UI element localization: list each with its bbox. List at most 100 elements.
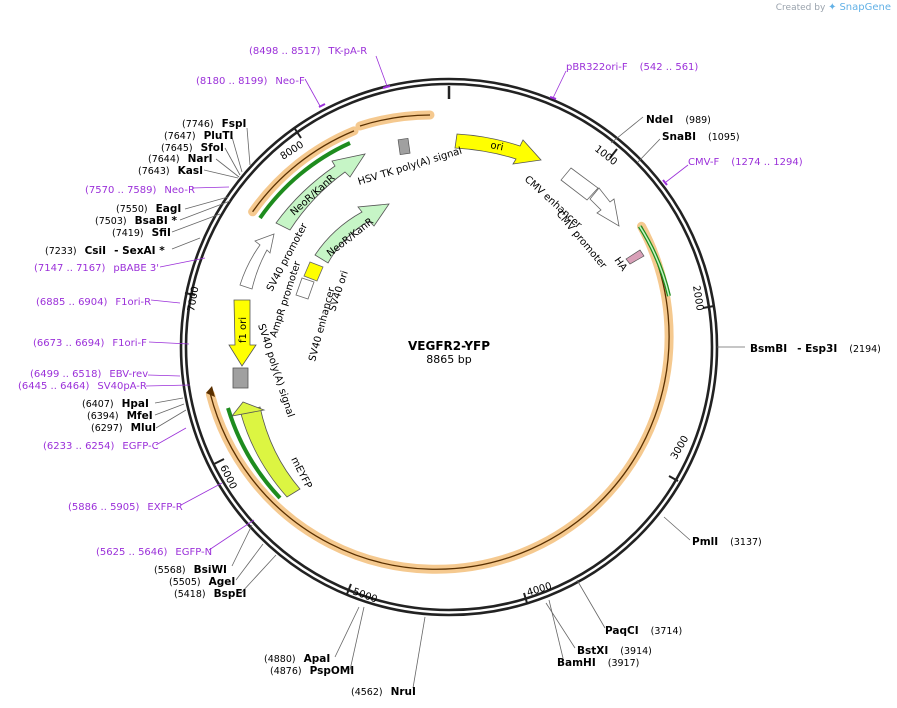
feature-ori: ori	[454, 133, 542, 165]
primer-leader-pbabe	[159, 257, 206, 268]
cmv-enhancer-arrow	[560, 167, 599, 201]
green-orf-meyfp	[226, 407, 282, 500]
site-pluti[interactable]: (7647)PluTI	[164, 130, 233, 142]
meyfp-arrow	[240, 406, 301, 498]
orf-neo-outer-line	[252, 130, 355, 213]
primer-leader-cmv-f	[665, 164, 689, 183]
primer-mark-cmv-f	[662, 179, 668, 186]
site-bsmbi[interactable]: BsmBI- Esp3I(2194)	[750, 343, 881, 355]
primer-leader-neo-f	[304, 78, 321, 107]
leader-sfii	[171, 213, 221, 233]
site-pmli[interactable]: PmlI(3137)	[692, 536, 762, 548]
site-bsiwi[interactable]: (5568)BsiWI	[154, 564, 227, 576]
site-csii[interactable]: (7233)CsiI- SexAI *	[45, 245, 165, 257]
primer-leader-sv40pa-r	[145, 384, 191, 387]
primer-egfp-c[interactable]: (6233 .. 6254)EGFP-C	[43, 441, 159, 452]
site-paqci[interactable]: PaqCI(3714)	[605, 625, 682, 637]
leader-pmli	[663, 516, 691, 541]
leader-snabi	[637, 138, 661, 163]
tick-mark-4000	[523, 592, 528, 604]
primer-leader-egfp-n	[208, 519, 255, 551]
site-sfoi[interactable]: (7645)SfoI	[161, 142, 224, 154]
leader-fspi	[246, 127, 251, 166]
neo-outer-arrow	[275, 153, 366, 231]
primer-leader-f1ori-f	[148, 341, 190, 345]
site-bamhi[interactable]: BamHI(3917)	[557, 657, 639, 669]
leader-apai	[334, 606, 360, 658]
leader-sfoi	[224, 147, 241, 176]
orf-vegfr2	[205, 221, 674, 574]
primer-egfp-n[interactable]: (5625 .. 5646)EGFP-N	[96, 547, 212, 558]
leader-paqci	[576, 579, 606, 629]
primer-f1ori-f[interactable]: (6673 .. 6694)F1ori-F	[33, 338, 147, 349]
primer-mark-neo-f	[318, 103, 326, 108]
feature-hsv-tk: HSV TK poly(A) signal	[357, 137, 463, 188]
primer-leader-ebv-rev	[147, 374, 181, 377]
site-apai[interactable]: (4880)ApaI	[264, 653, 330, 665]
primer-tk-pa-r[interactable]: (8498 .. 8517)TK-pA-R	[249, 46, 367, 57]
ori-label: ori	[489, 140, 504, 153]
primer-exfp-r[interactable]: (5886 .. 5905)EXFP-R	[68, 502, 183, 513]
site-agei[interactable]: (5505)AgeI	[169, 576, 235, 588]
site-nrui[interactable]: (4562)NruI	[351, 686, 416, 698]
site-bstxi[interactable]: BstXI(3914)	[577, 645, 652, 657]
tick-mark-5000	[346, 583, 352, 595]
site-snabi[interactable]: SnaBI(1095)	[662, 131, 740, 143]
site-sfii[interactable]: (7419)SfiI	[112, 227, 171, 239]
leader-nari	[215, 158, 240, 178]
primer-leader-exfp-r	[180, 482, 223, 506]
green-orf-cmv-inner	[639, 225, 670, 297]
primer-mark-pbr322ori-f	[549, 96, 557, 100]
orf-neo-outer	[248, 110, 435, 217]
primer-pbabe[interactable]: (7147 .. 7167)pBABE 3'	[34, 263, 159, 274]
tick-mark-7000	[184, 292, 196, 296]
primer-labels: (8498 .. 8517)TK-pA-R (8180 .. 8199)Neo-…	[18, 46, 803, 558]
meyfp-arrow-head	[231, 401, 266, 417]
primer-sv40pa-r[interactable]: (6445 .. 6464)SV40pA-R	[18, 381, 147, 392]
plasmid-length: 8865 bp	[426, 353, 471, 366]
primer-neo-r[interactable]: (7570 .. 7589)Neo-R	[85, 185, 195, 196]
f1-ori-arrow	[228, 299, 257, 367]
site-mlui[interactable]: (6297)MluI	[91, 422, 156, 434]
tick-label-1000: 1000	[592, 144, 619, 168]
primer-f1ori-r[interactable]: (6885 .. 6904)F1ori-R	[36, 297, 151, 308]
snapgene-credit: Created by ✦ SnapGene	[776, 2, 891, 13]
orf-vegfr2-arrowhead	[206, 386, 215, 397]
ha-label: HA	[612, 255, 629, 273]
tick-mark-6000	[213, 458, 225, 465]
site-fspi[interactable]: (7746)FspI	[182, 118, 246, 130]
sv40-enhancer-box	[295, 277, 315, 300]
site-labels: NdeI(989) SnaBI(1095) BsmBI- Esp3I(2194)…	[45, 114, 881, 698]
site-bsabi[interactable]: (7503)BsaBI *	[95, 215, 177, 227]
primer-neo-f[interactable]: (8180 .. 8199)Neo-F	[196, 76, 305, 87]
site-hpai[interactable]: (6407)HpaI	[82, 398, 149, 410]
site-mfei[interactable]: (6394)MfeI	[87, 410, 153, 422]
leader-eagi	[184, 196, 229, 210]
leader-bsabi	[179, 200, 231, 221]
primer-cmv-f[interactable]: CMV-F(1274 .. 1294)	[688, 157, 803, 168]
site-nari[interactable]: (7644)NarI	[148, 153, 213, 165]
leader-bamhi	[548, 599, 564, 659]
sv40-polya-box	[232, 367, 249, 389]
primer-leader-tk-pa-r	[375, 55, 388, 87]
site-pspomi[interactable]: (4876)PspOMI	[270, 665, 354, 677]
site-eagi[interactable]: (7550)EagI	[116, 203, 181, 215]
site-kasi[interactable]: (7643)KasI	[138, 165, 203, 177]
tick-mark-3000	[668, 475, 679, 482]
site-leaders	[154, 116, 745, 689]
primer-ebv-rev[interactable]: (6499 .. 6518)EBV-rev	[30, 369, 148, 380]
orf-vegfr2-line	[209, 225, 670, 570]
site-bspei[interactable]: (5418)BspEI	[174, 588, 246, 600]
credit-prefix: Created by	[775, 3, 826, 13]
site-ndei[interactable]: NdeI(989)	[646, 114, 711, 126]
primer-mark-tk-pa-r	[382, 85, 391, 89]
orf-tk-highlight	[355, 110, 435, 131]
primer-pbr322ori-f[interactable]: pBR322ori-F(542 .. 561)	[566, 62, 698, 73]
credit-brand: SnapGene	[839, 2, 891, 13]
leader-bstxi	[545, 602, 576, 649]
leader-mlui	[155, 409, 187, 429]
primer-leader-pbr322ori-f	[552, 70, 567, 99]
primer-leader-neo-r	[191, 186, 230, 189]
leader-nrui	[412, 616, 426, 689]
